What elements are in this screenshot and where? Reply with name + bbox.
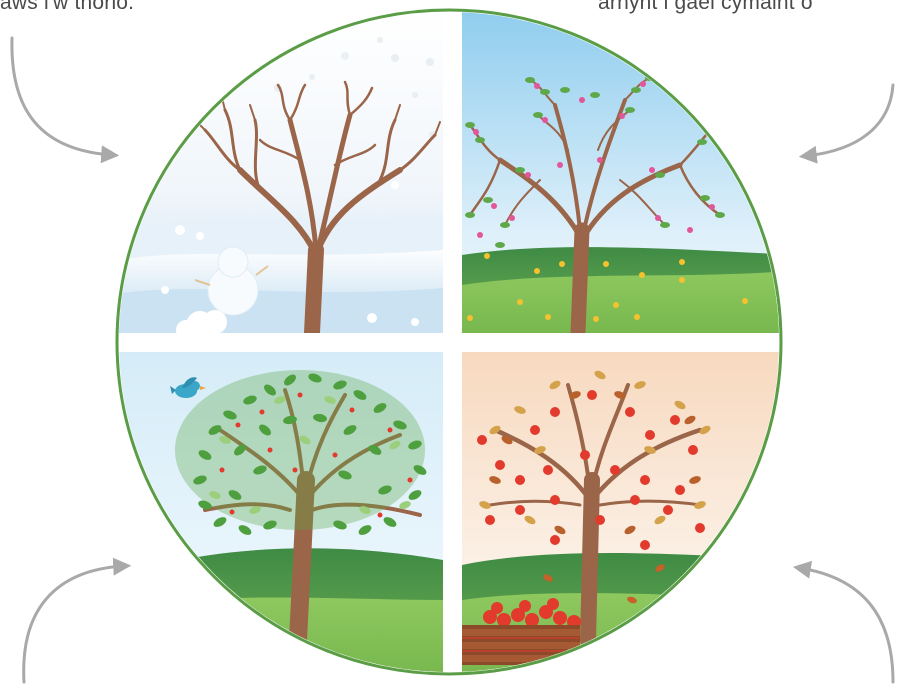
- arrow-bottom-right: [792, 560, 895, 684]
- cycle-ring: [115, 8, 783, 676]
- arrow-top-left: [10, 36, 120, 164]
- blossom-tree: [465, 75, 745, 341]
- spring-flowers: [467, 253, 748, 322]
- top-right-caption: arnynt i gael cymaint o: [598, 0, 813, 14]
- autumn-panel: [462, 352, 779, 672]
- arrow-top-right: [798, 83, 895, 164]
- winter-panel: [119, 12, 443, 341]
- summer-fruit: [219, 392, 413, 518]
- falling-leaves: [543, 564, 665, 604]
- top-left-caption: aws i'w thorio.: [0, 0, 135, 14]
- apples: [477, 390, 705, 550]
- arrow-bottom-left: [22, 557, 132, 684]
- horizontal-divider: [110, 333, 802, 352]
- bird: [170, 377, 206, 398]
- leafy-tree: [175, 370, 427, 649]
- snowman: [176, 246, 269, 340]
- spring-panel: [462, 12, 779, 341]
- apple-tree: [477, 370, 711, 648]
- apple-crate: [462, 598, 581, 665]
